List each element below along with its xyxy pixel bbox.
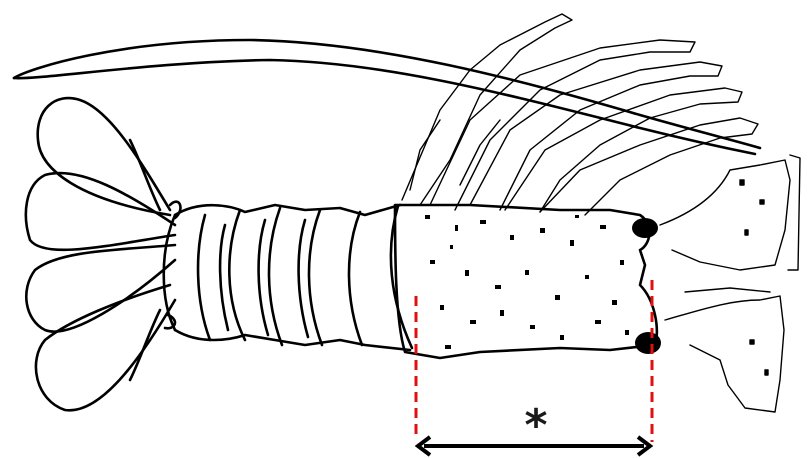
carapace-texture <box>425 215 629 349</box>
annotation-asterisk: * <box>524 400 547 451</box>
tail-fan <box>26 98 181 410</box>
eye-bottom <box>635 332 661 354</box>
carapace-length-measurement: * <box>416 280 652 455</box>
antenna <box>14 40 760 154</box>
eye-top <box>632 218 658 238</box>
abdomen <box>164 205 412 350</box>
head-appendages <box>660 155 800 412</box>
carapace <box>395 205 661 358</box>
walking-legs <box>402 14 758 215</box>
